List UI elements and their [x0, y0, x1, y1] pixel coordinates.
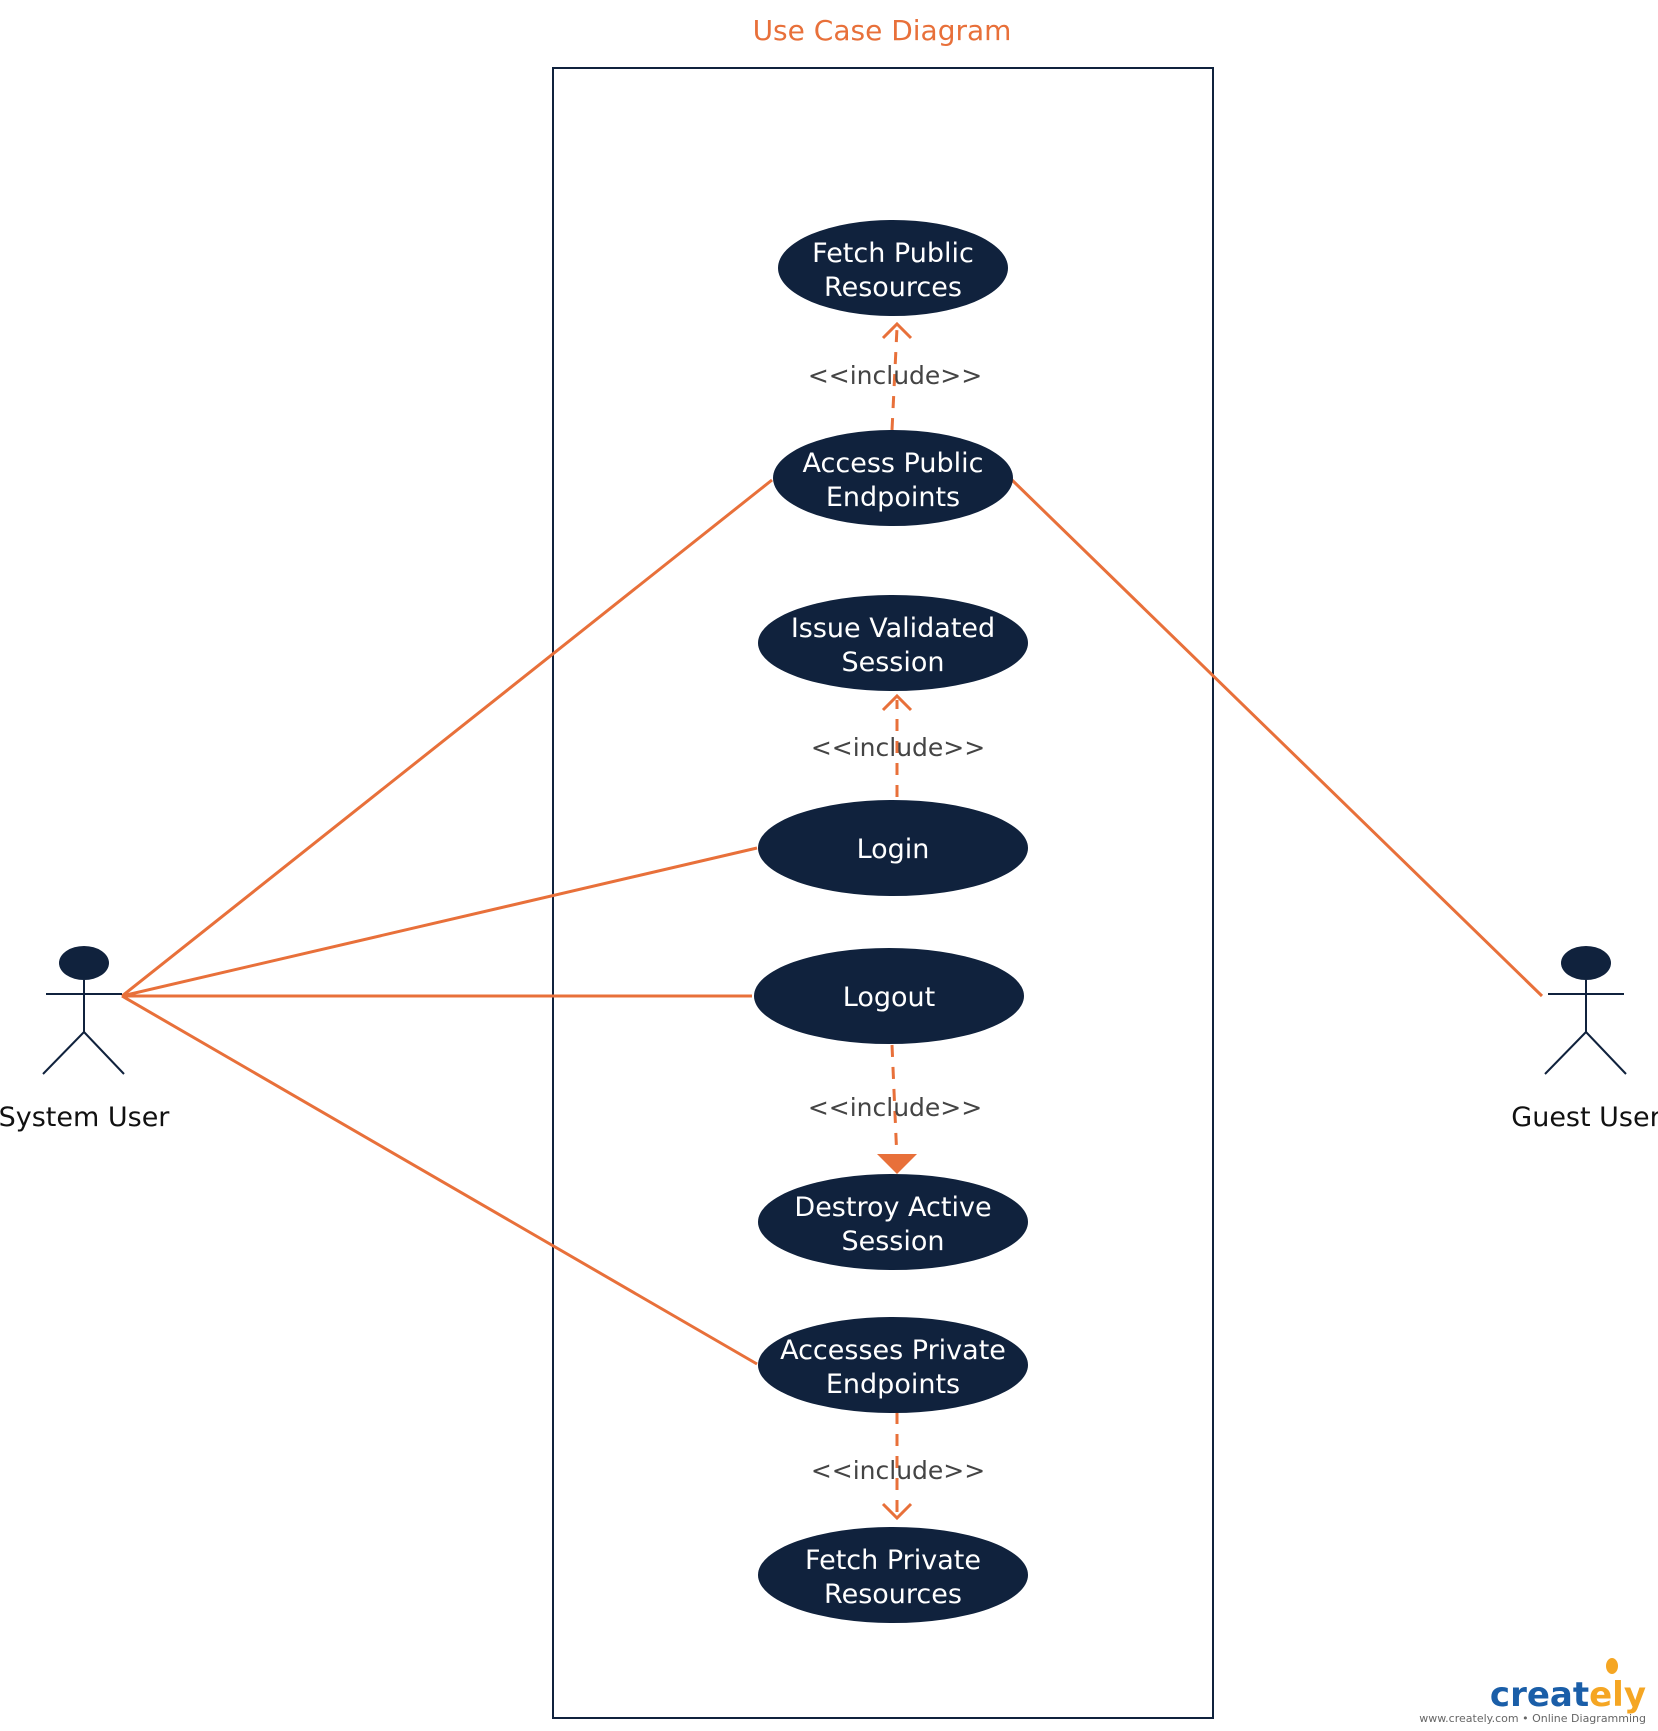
svg-text:Endpoints: Endpoints	[826, 482, 960, 513]
association-system-user-login[interactable]	[121, 846, 758, 998]
arrowhead-fetch-private	[881, 1502, 913, 1521]
svg-text:creately: creately	[1490, 1675, 1646, 1715]
arrowhead-issue-session	[881, 693, 913, 712]
diagram-title: Use Case Diagram	[753, 14, 1012, 47]
association-system-user-access-public[interactable]	[121, 478, 773, 998]
use-case-destroy-active-session[interactable]: Destroy Active Session	[758, 1174, 1028, 1270]
use-case-fetch-public-resources[interactable]: Fetch Public Resources	[778, 220, 1008, 316]
use-case-login[interactable]: Login	[758, 800, 1028, 896]
actor-label: Guest User	[1511, 1102, 1658, 1133]
creately-logo: creately www.creately.com • Online Diagr…	[1419, 1658, 1646, 1725]
actor-guest-user[interactable]: Guest User	[1511, 946, 1658, 1133]
svg-text:Resources: Resources	[824, 1579, 962, 1610]
svg-text:Fetch Public: Fetch Public	[812, 238, 974, 269]
actor-label: System User	[0, 1102, 170, 1133]
include-label: <<include>>	[811, 733, 985, 762]
svg-text:Fetch Private: Fetch Private	[805, 1545, 981, 1576]
include-line-logout-destroy-session[interactable]	[890, 1044, 899, 1161]
svg-text:Session: Session	[841, 1226, 944, 1257]
actor-system-user[interactable]: System User	[0, 946, 170, 1133]
arrowhead-destroy-session	[877, 1154, 917, 1174]
include-label: <<include>>	[811, 1456, 985, 1485]
actor-head-icon	[1561, 946, 1611, 980]
include-line-access-fetch-public[interactable]	[890, 327, 899, 431]
svg-text:Destroy Active: Destroy Active	[794, 1192, 991, 1223]
system-boundary[interactable]	[552, 67, 1214, 1719]
arrowheads	[881, 321, 913, 1521]
svg-text:Access Public: Access Public	[803, 448, 984, 479]
stick-figure-icon	[42, 980, 125, 1075]
svg-text:Issue Validated: Issue Validated	[791, 613, 995, 644]
use-case-accesses-private-endpoints[interactable]: Accesses Private Endpoints	[758, 1317, 1028, 1413]
svg-text:Accesses Private: Accesses Private	[780, 1335, 1006, 1366]
use-case-fetch-private-resources[interactable]: Fetch Private Resources	[758, 1527, 1028, 1623]
svg-text:Resources: Resources	[824, 272, 962, 303]
brand-tagline: www.creately.com • Online Diagramming	[1419, 1712, 1646, 1725]
associations	[121, 478, 1544, 1366]
association-system-user-access-private[interactable]	[121, 994, 758, 1366]
use-case-access-public-endpoints[interactable]: Access Public Endpoints	[773, 430, 1013, 526]
actor-head-icon	[59, 946, 109, 980]
svg-text:Logout: Logout	[843, 982, 935, 1013]
stick-figure-icon	[1544, 980, 1627, 1075]
include-label: <<include>>	[808, 361, 982, 390]
svg-text:Endpoints: Endpoints	[826, 1369, 960, 1400]
include-relations	[890, 327, 899, 1515]
use-case-issue-validated-session[interactable]: Issue Validated Session	[758, 595, 1028, 691]
use-case-logout[interactable]: Logout	[754, 948, 1024, 1044]
svg-text:Session: Session	[841, 647, 944, 678]
include-label: <<include>>	[808, 1093, 982, 1122]
lightbulb-icon	[1606, 1658, 1618, 1674]
association-guest-user-access-public[interactable]	[1010, 478, 1544, 998]
arrowhead-fetch-public	[881, 321, 913, 340]
svg-text:Login: Login	[857, 834, 930, 865]
